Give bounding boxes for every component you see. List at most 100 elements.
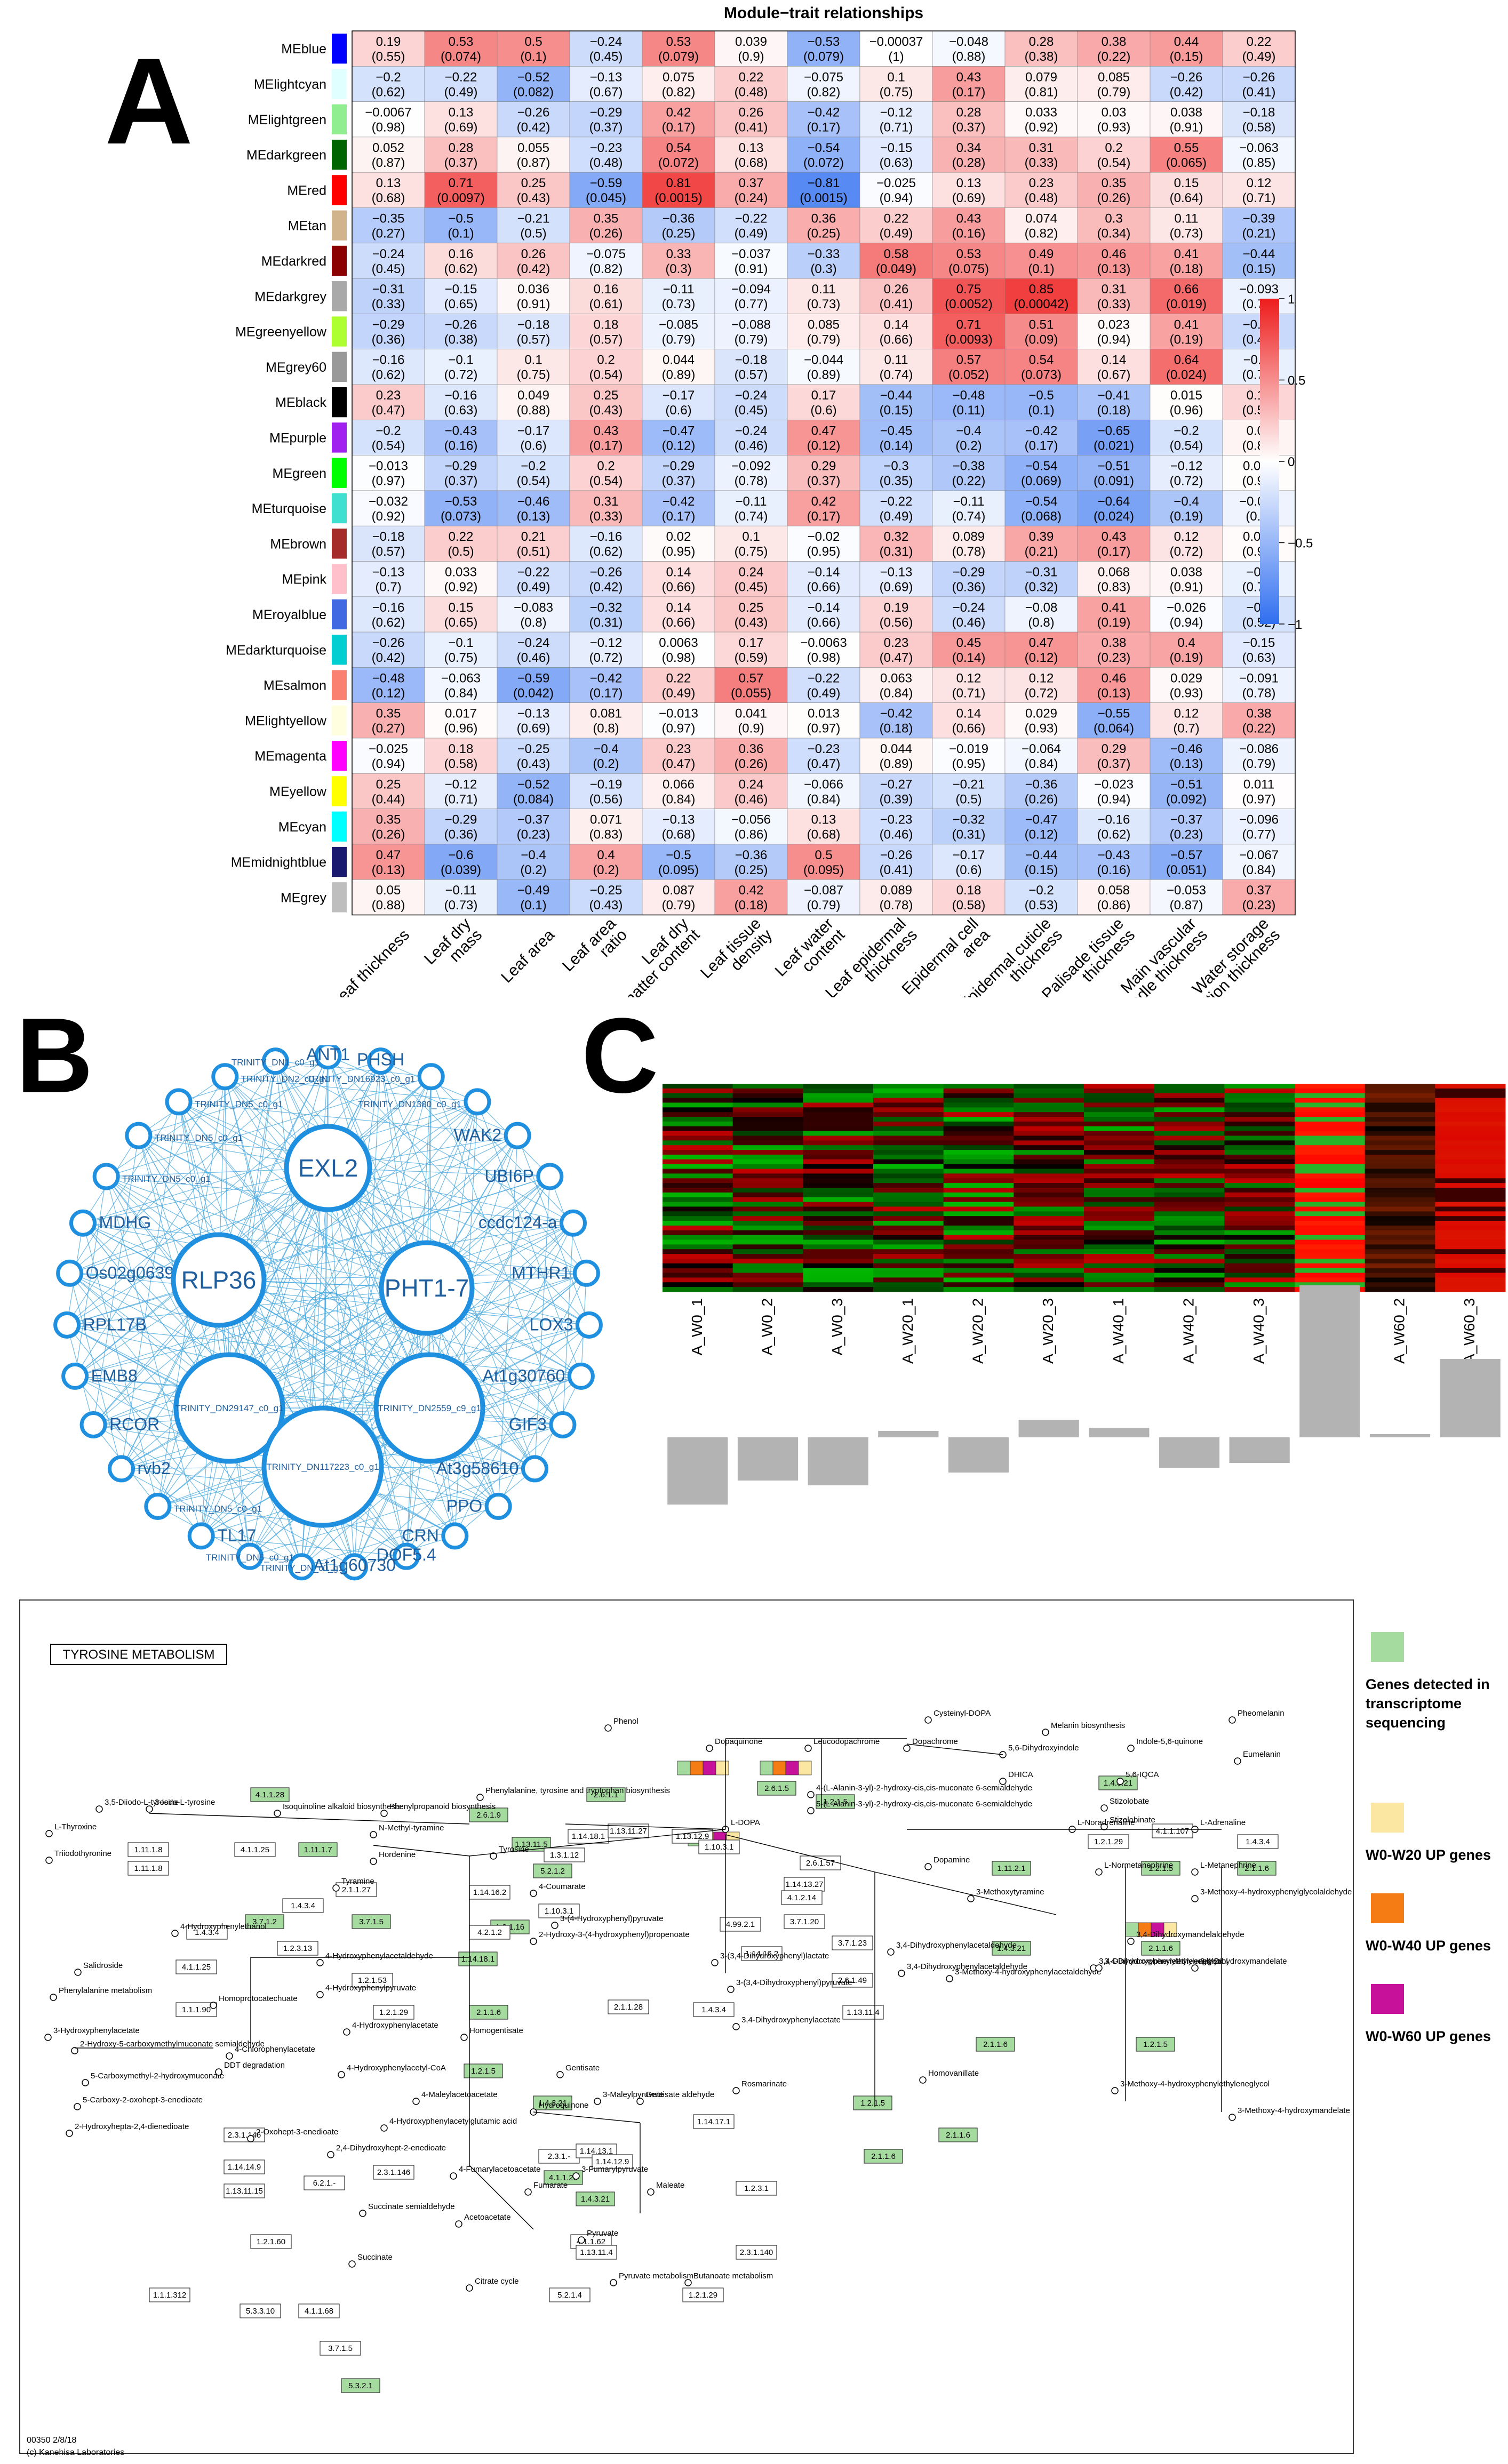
- heatmap-cell: [642, 66, 715, 102]
- cell-pvalue: (0.49): [880, 509, 913, 524]
- enzyme-label: 1.2.3.1: [744, 2184, 769, 2193]
- compound-label: 3,4-Dihydroxyphenylethyleneglycol: [1104, 1957, 1228, 1966]
- cell-pvalue: (0.0015): [655, 191, 702, 205]
- cell-pvalue: (0.1): [520, 50, 546, 64]
- cell-pvalue: (0.079): [803, 50, 844, 64]
- cell-value: 0.31: [1029, 141, 1054, 155]
- compound-label: Gentisate aldehyde: [645, 2090, 714, 2099]
- cell-pvalue: (0.41): [880, 297, 913, 311]
- compound-node: [1095, 1964, 1103, 1972]
- compound-node: [71, 2047, 78, 2054]
- cell-value: −0.085: [659, 317, 698, 332]
- enzyme-label: 2.3.1.140: [740, 2248, 773, 2257]
- enzyme-label: 4.1.1.25: [241, 1845, 269, 1854]
- cell-pvalue: (0.22): [1097, 50, 1131, 64]
- compound-label: 3-Hydroxyphenylacetate: [53, 2026, 140, 2035]
- compound-label: Maleate: [656, 2181, 684, 2190]
- heatmap-cell: [1222, 561, 1296, 597]
- compound-label: 5-(L-Alanin-3-yl)-2-hydroxy-cis,cis-muco…: [816, 1799, 1032, 1809]
- cell-pvalue: (0.68): [372, 191, 405, 205]
- heatmap-cell: [714, 207, 788, 244]
- module-color-swatch: [332, 175, 347, 205]
- heatmap-cell: [424, 66, 498, 102]
- cell-pvalue: (0.94): [880, 191, 913, 205]
- cell-pvalue: (0.73): [662, 297, 696, 311]
- compound-node: [348, 2260, 356, 2268]
- enzyme-label: 3.7.1.5: [359, 1917, 384, 1926]
- cell-pvalue: (0.2): [955, 438, 982, 453]
- cell-pvalue: (0.57): [372, 545, 405, 559]
- row-label: MEroyalblue: [252, 607, 326, 622]
- heatmap-cell: [352, 561, 425, 597]
- compound-node: [327, 2151, 334, 2158]
- cell-pvalue: (0.0015): [800, 191, 847, 205]
- cell-pvalue: (0.6): [665, 403, 691, 418]
- heatmap-cell: [1150, 525, 1223, 562]
- cell-pvalue: (0.024): [1166, 368, 1207, 382]
- cell-value: −0.4: [1174, 494, 1199, 509]
- enzyme-label: 3.7.1.23: [838, 1939, 867, 1948]
- heatmap-cell: [497, 137, 570, 173]
- heatmap-cell: [859, 419, 933, 455]
- module-color-swatch: [332, 210, 347, 241]
- compound-node: [274, 1810, 281, 1817]
- enzyme-label: 6.2.1.-: [313, 2179, 336, 2188]
- heatmap-cell: [787, 314, 860, 350]
- heatmap-cell: [497, 243, 570, 279]
- heatmap-cell: [787, 243, 860, 279]
- compound-node: [924, 1863, 932, 1870]
- cell-value: 0.044: [663, 353, 695, 367]
- row-label: MEblack: [275, 395, 326, 410]
- cell-value: −0.00037: [869, 35, 923, 49]
- heatmap-cell: [714, 101, 788, 138]
- heatmap-cell: [352, 66, 425, 102]
- compound-label: L-Adrenaline: [1200, 1818, 1246, 1827]
- enzyme-label: 2.6.1.57: [806, 1859, 835, 1868]
- cell-value: −0.22: [880, 494, 913, 509]
- enzyme-label: 1.4.3.21: [581, 2195, 610, 2204]
- compound-node: [610, 2279, 617, 2286]
- compound-node: [946, 1975, 953, 1982]
- cell-pvalue: (0.28): [952, 156, 986, 170]
- cell-pvalue: (0.33): [589, 509, 623, 524]
- compound-label: 3,4-Dihydroxymandelaldehyde: [1136, 1930, 1244, 1939]
- cell-value: −0.037: [731, 247, 771, 261]
- cell-pvalue: (0.48): [589, 156, 623, 170]
- kegg-footer-copyright: (c) Kanehisa Laboratories: [27, 2448, 124, 2457]
- cell-pvalue: (0.74): [880, 368, 913, 382]
- cell-value: −0.42: [808, 106, 840, 120]
- heatmap-cell: [1222, 384, 1296, 420]
- enzyme-label: 5.2.1.4: [557, 2291, 582, 2300]
- cell-value: 0.39: [1029, 530, 1054, 544]
- compound-label: 3-(4-Hydroxyphenyl)pyruvate: [560, 1914, 663, 1923]
- cell-value: −0.26: [1170, 70, 1203, 84]
- cell-pvalue: (0.26): [1097, 191, 1131, 205]
- heatmap-cell: [1004, 419, 1078, 455]
- cell-pvalue: (0.1): [1028, 262, 1054, 276]
- compound-node: [1111, 2087, 1119, 2094]
- cell-pvalue: (0.73): [807, 297, 841, 311]
- compound-node: [476, 1794, 484, 1801]
- cell-value: 0.5: [524, 35, 542, 49]
- compound-label: Phenylalanine, tyrosine and tryptophan b…: [485, 1786, 670, 1795]
- cell-value: 0.53: [449, 35, 474, 49]
- heatmap-cell: [497, 172, 570, 208]
- cell-pvalue: (0.49): [444, 85, 478, 99]
- cell-value: 0.13: [956, 176, 982, 190]
- enzyme-label: 4.1.1.25: [182, 1963, 211, 1972]
- compound-label: 3-Methoxy-4-hydroxyphenylglycolaldehyde: [1200, 1887, 1352, 1897]
- heatmap-cell: [424, 314, 498, 350]
- cell-value: −0.48: [953, 388, 985, 403]
- cell-pvalue: (0.09): [1025, 332, 1058, 347]
- compound-node: [551, 1922, 558, 1929]
- cell-value: 0.068: [1098, 565, 1130, 580]
- cell-value: 0.44: [1174, 35, 1199, 49]
- heatmap-cell: [642, 243, 715, 279]
- heatmap-cell: [497, 314, 570, 350]
- heatmap-cell: [1222, 172, 1296, 208]
- compound-node: [727, 1986, 735, 1993]
- enzyme-label: 1.11.1.8: [134, 1864, 162, 1873]
- cell-value: −0.65: [1098, 423, 1130, 438]
- heatmap-cell: [642, 314, 715, 350]
- module-color-swatch: [332, 34, 347, 64]
